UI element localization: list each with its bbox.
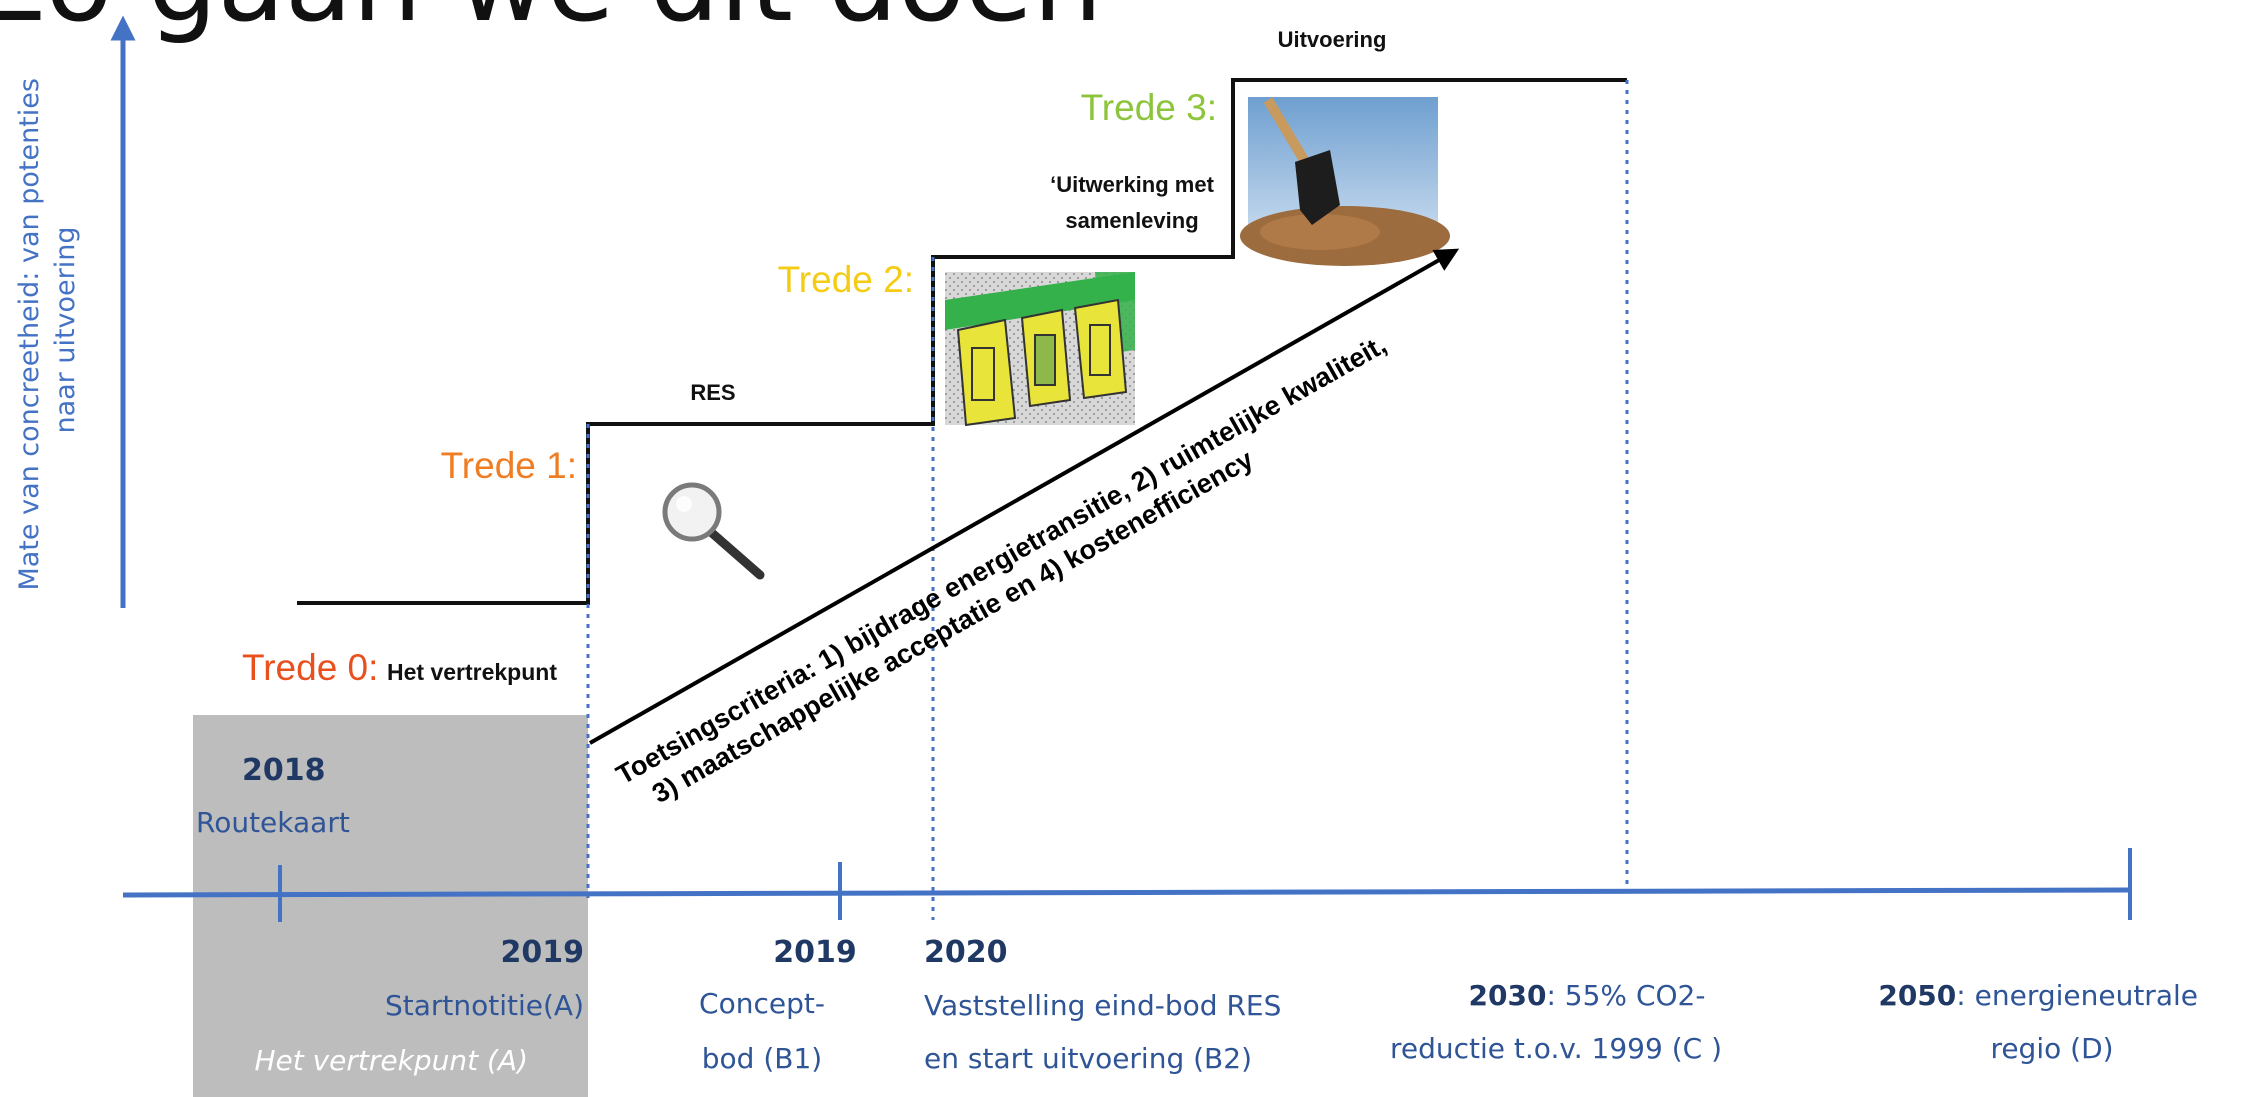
- milestone-neutraal: 2050: energieneutrale regio (D): [1878, 979, 2198, 1065]
- timeline-axis: [122, 887, 2131, 898]
- milestone-label: reductie t.o.v. 1999 (C ): [1390, 1032, 1722, 1065]
- step-3-label: Trede 3:: [1081, 87, 1217, 128]
- step-2-label: Trede 2:: [778, 259, 914, 300]
- milestone-co2: 2030: 55% CO2- reductie t.o.v. 1999 (C ): [1390, 979, 1722, 1065]
- step-2: Trede 2: ‘Uitwerking met samenleving: [778, 172, 1215, 300]
- step-3-caption: Uitvoering: [1278, 27, 1387, 52]
- milestone-eindbod: 2020 Vaststelling eind-bod RES en start …: [924, 935, 1281, 1075]
- milestone-label: 2030: 55% CO2-: [1469, 979, 1706, 1012]
- milestone-year: 2018: [242, 753, 326, 788]
- milestone-label: Startnotitie(A): [385, 989, 584, 1022]
- step-1-label: Trede 1:: [441, 445, 577, 486]
- milestone-label: Concept-: [699, 987, 825, 1020]
- milestone-label: en start uitvoering (B2): [924, 1042, 1252, 1075]
- shovel-icon: [1240, 97, 1450, 266]
- milestone-year: 2019: [501, 935, 585, 970]
- milestone-label: regio (D): [1990, 1032, 2113, 1065]
- milestone-label: bod (B1): [702, 1042, 822, 1075]
- step-1-caption: RES: [690, 380, 735, 405]
- y-axis-label: Mate van concreetheid: van potenties naa…: [14, 69, 81, 590]
- step-0: Trede 0: Het vertrekpunt: [242, 647, 557, 688]
- milestone-conceptbod: 2019 Concept- bod (B1): [699, 935, 857, 1075]
- startpoint-area: [193, 715, 588, 1097]
- step-0-label: Trede 0:: [242, 647, 378, 688]
- step-2-caption: samenleving: [1065, 208, 1198, 233]
- step-0-caption: Het vertrekpunt: [387, 659, 557, 685]
- milestone-label: Routekaart: [196, 806, 350, 839]
- milestone-routekaart: 2018 Routekaart: [196, 753, 350, 839]
- milestone-label: Vaststelling eind-bod RES: [924, 989, 1281, 1022]
- milestone-year: 2020: [924, 935, 1008, 970]
- milestone-sublabel: Het vertrekpunt (A): [254, 1044, 528, 1077]
- milestone-year: 2019: [773, 935, 857, 970]
- step-3: Trede 3: Uitvoering: [1081, 27, 1387, 128]
- milestone-startnotitie: 2019 Startnotitie(A) Het vertrekpunt (A): [254, 935, 584, 1077]
- criteria-arrow: [589, 248, 1460, 745]
- map-plan-icon: [945, 272, 1135, 427]
- step-1: Trede 1: RES: [441, 380, 736, 486]
- magnifier-icon: [662, 482, 765, 580]
- step-2-caption: ‘Uitwerking met: [1050, 172, 1214, 197]
- milestone-label: 2050: energieneutrale: [1878, 979, 2198, 1012]
- page-title: Zo gaan we dit doen: [0, 0, 1103, 46]
